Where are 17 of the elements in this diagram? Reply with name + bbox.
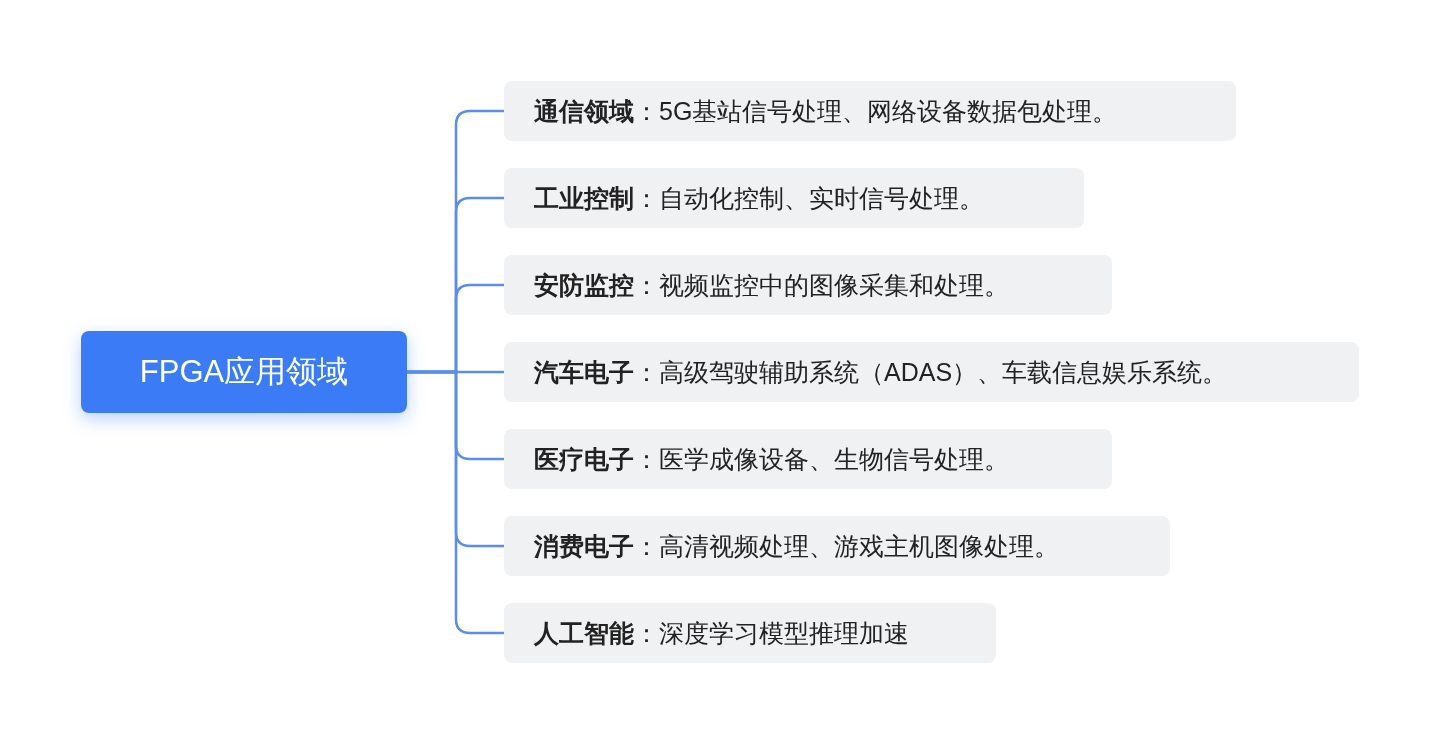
topic-text: 汽车电子：高级驾驶辅助系统（ADAS）、车载信息娱乐系统。 xyxy=(534,356,1228,388)
topic-text: 通信领域：5G基站信号处理、网络设备数据包处理。 xyxy=(534,95,1118,127)
connector-line xyxy=(407,370,504,635)
topic-box xyxy=(504,255,1112,315)
topic-text: 人工智能：深度学习模型推理加速 xyxy=(534,617,909,649)
root-topic-text: FPGA应用领域 xyxy=(139,353,349,391)
topic-box xyxy=(504,342,1359,402)
topic-text: 消费电子：高清视频处理、游戏主机图像处理。 xyxy=(534,530,1059,562)
root-topic-box xyxy=(81,331,407,413)
topic-text: 工业控制：自动化控制、实时信号处理。 xyxy=(534,182,984,214)
topic-text: 医疗电子：医学成像设备、生物信号处理。 xyxy=(534,443,1009,475)
topic-text: 安防监控：视频监控中的图像采集和处理。 xyxy=(534,269,1009,301)
topic-box xyxy=(504,81,1236,141)
topic-box xyxy=(504,429,1112,489)
topic-box xyxy=(504,603,996,663)
topic-box xyxy=(504,516,1170,576)
topic-box xyxy=(504,168,1084,228)
